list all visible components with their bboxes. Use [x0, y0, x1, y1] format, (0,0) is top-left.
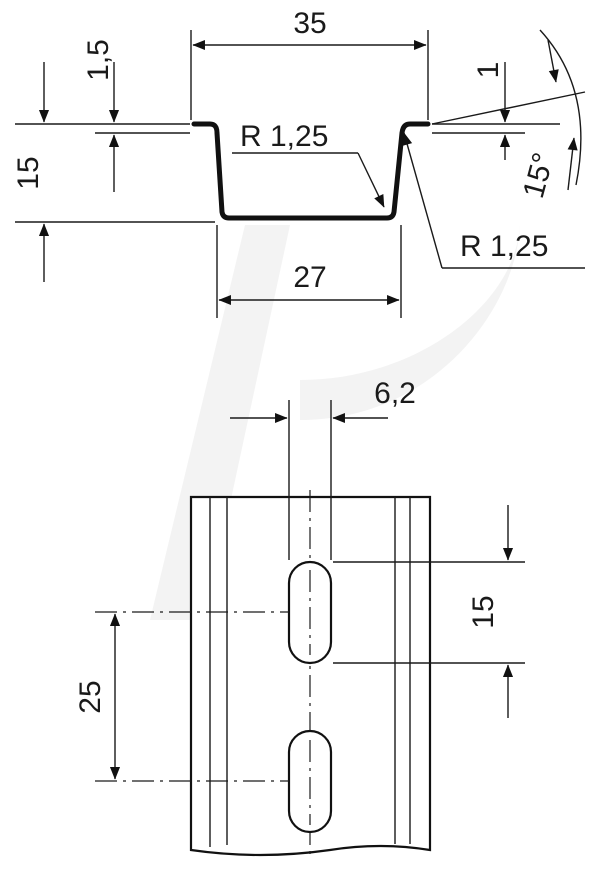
profile-section: 35 27 15 1,5 R 1,25 R 1,25 1 [12, 7, 586, 318]
dim-width-bottom: 27 [293, 261, 326, 294]
dim-slot-pitch: 25 [74, 680, 107, 713]
dim-width-top: 35 [293, 7, 326, 40]
label-radius-outer: R 1,25 [460, 230, 548, 263]
front-view: 6,2 15 25 [74, 377, 525, 860]
rail-profile [191, 121, 431, 221]
dim-angle: 15° [517, 149, 561, 201]
dim-slot-length: 15 [467, 595, 500, 628]
dim-flange-thickness: 1,5 [82, 39, 115, 81]
dim-slot-width: 6,2 [374, 377, 416, 410]
dim-edge-thickness: 1 [472, 62, 505, 79]
label-radius-inner: R 1,25 [240, 120, 328, 153]
dim-height: 15 [12, 156, 45, 189]
watermark-logo [150, 220, 520, 620]
